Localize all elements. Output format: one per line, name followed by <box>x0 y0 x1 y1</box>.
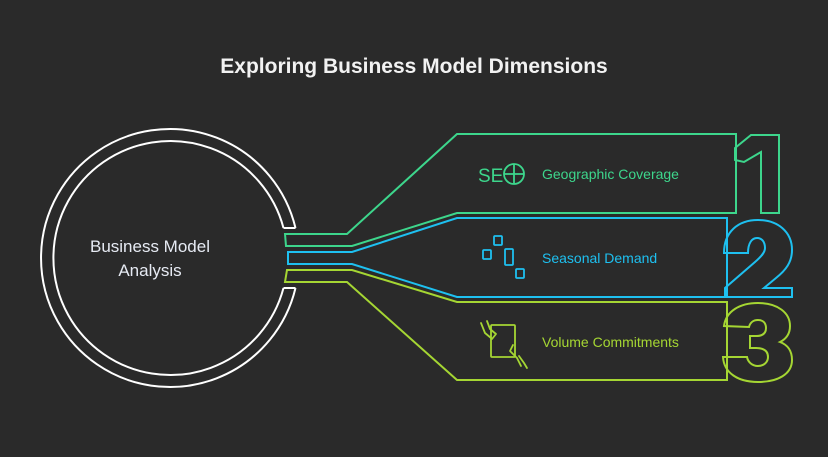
branch-band-2 <box>287 217 728 298</box>
number-1-outline <box>734 134 780 214</box>
block <box>493 235 503 246</box>
branch-band-3 <box>283 269 728 381</box>
seo-text: SE <box>478 166 503 187</box>
hand-right <box>509 344 528 369</box>
branch-volume-commitments <box>283 269 794 384</box>
hand-left <box>480 320 497 340</box>
item-label-geographic-coverage: Geographic Coverage <box>542 166 679 182</box>
document <box>490 324 516 358</box>
branch-seasonal-demand <box>287 217 794 298</box>
item-label-seasonal-demand: Seasonal Demand <box>542 250 657 266</box>
center-label-line1: Business Model <box>90 237 210 256</box>
center-label-line2: Analysis <box>118 261 181 280</box>
center-ring-inner <box>52 140 285 376</box>
block <box>504 248 514 266</box>
block <box>482 249 492 260</box>
number-3-outline <box>721 301 794 384</box>
center-ring <box>40 128 297 388</box>
center-ring-outer <box>40 128 297 388</box>
page-title: Exploring Business Model Dimensions <box>220 55 607 78</box>
seo-globe-icon: SE <box>478 163 525 187</box>
handshake-document-icon <box>480 320 528 369</box>
scattered-blocks-icon <box>482 235 525 279</box>
item-label-volume-commitments: Volume Commitments <box>542 334 679 350</box>
branch-geographic-coverage <box>283 133 780 247</box>
block <box>515 268 525 279</box>
branch-band-1 <box>283 133 737 247</box>
number-2-outline <box>722 218 794 298</box>
